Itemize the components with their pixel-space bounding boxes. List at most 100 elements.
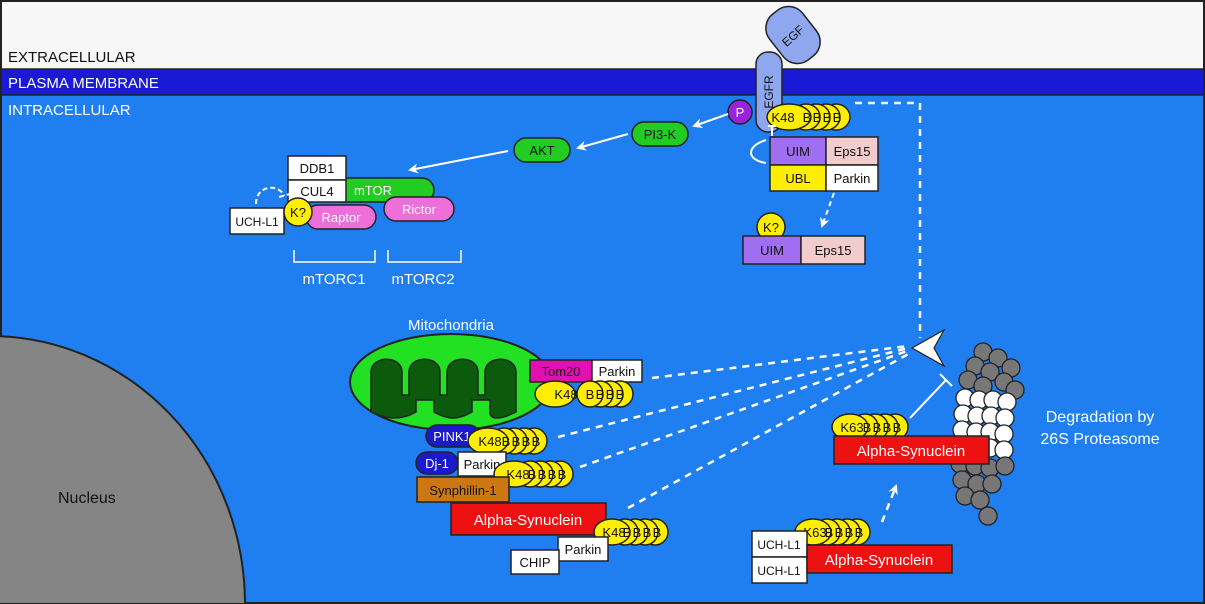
k63-ubiquitin-chain-top: K63 B B B B <box>831 413 909 441</box>
pi3k-node: PI3-K <box>631 121 689 147</box>
k48-ubiquitin-chain-dj1: K48 B B B B <box>493 460 574 488</box>
synphillin-node: Synphillin-1 <box>416 476 510 503</box>
ub-b: B <box>803 110 812 125</box>
parkin-label: Parkin <box>834 171 871 186</box>
ub-b: B <box>845 525 854 540</box>
plasma-membrane <box>0 69 1205 95</box>
ub-b: B <box>522 434 531 449</box>
egfr-ubiquitin-tick <box>768 125 776 136</box>
mtorc2-bracket: mTORC2 <box>387 250 462 288</box>
ub-b: B <box>528 467 537 482</box>
synphillin-label: Synphillin-1 <box>429 483 496 498</box>
convergence-lines <box>557 101 922 510</box>
ub-b: B <box>643 525 652 540</box>
ub-b: B <box>548 467 557 482</box>
eps15-label: Eps15 <box>834 144 871 159</box>
uchl1-label: UCH-L1 <box>757 564 801 578</box>
ub-b: B <box>623 525 632 540</box>
tom20-parkin: Tom20 Parkin <box>529 359 643 383</box>
uim-eps15-complex: UIM Eps15 UBL Parkin <box>769 136 879 192</box>
ub-b: B <box>558 467 567 482</box>
ub-b: B <box>532 434 541 449</box>
extracellular-region <box>0 0 1205 70</box>
ubiquitinated-eps15: K? UIM Eps15 <box>742 212 866 265</box>
arrow-pi3k-to-akt <box>576 133 629 151</box>
k48-ubiquitin-chain-egfr: K48 B B B B <box>766 103 851 131</box>
ub-b: B <box>825 525 834 540</box>
ub-b: B <box>855 525 864 540</box>
k63-inhibition-line <box>909 379 947 419</box>
arrow-akt-to-mtor <box>408 150 509 174</box>
uim-label: UIM <box>786 144 810 159</box>
tom20-label: Tom20 <box>541 364 580 379</box>
akt-label: AKT <box>529 143 554 158</box>
ub-b: B <box>863 420 872 435</box>
alpha-synuclein-bottom: Alpha-Synuclein <box>806 544 953 574</box>
ubl-label: UBL <box>785 171 810 186</box>
convergence-arrowhead <box>910 328 946 368</box>
ub-b: B <box>538 467 547 482</box>
phospho-label: P <box>736 105 745 120</box>
plasma-membrane-label: PLASMA MEMBRANE <box>8 75 159 92</box>
alpha-synuclein-label: Alpha-Synuclein <box>825 552 933 569</box>
ub-b: B <box>616 387 625 402</box>
ub-b: B <box>502 434 511 449</box>
arrow-to-k63-alpha-synuclein <box>880 484 898 523</box>
ddb1-label: DDB1 <box>300 161 335 176</box>
chip-label: CHIP <box>519 555 550 570</box>
ub-b: B <box>606 387 615 402</box>
k48-ubiquitin-chain-tom20: K48 B B B B <box>534 380 634 408</box>
cul4-label: CUL4 <box>300 184 333 199</box>
ub-b: B <box>883 420 892 435</box>
raptor-label: Raptor <box>321 210 361 225</box>
eps15-label: Eps15 <box>815 243 852 258</box>
ub-b: B <box>586 387 595 402</box>
mtorc2-label: mTORC2 <box>391 271 454 288</box>
alpha-synuclein-top: Alpha-Synuclein <box>833 435 990 465</box>
ub-b: B <box>873 420 882 435</box>
k63-label: K63 <box>803 525 826 540</box>
ub-b: B <box>653 525 662 540</box>
nucleus-label: Nucleus <box>58 490 116 507</box>
arrow-p-to-pi3k <box>692 113 729 129</box>
uchl1-label: UCH-L1 <box>757 538 801 552</box>
parkin-label: Parkin <box>464 457 501 472</box>
alpha-synuclein-mito: Alpha-Synuclein <box>450 502 607 536</box>
uchl1-inhibition-curl <box>255 186 291 205</box>
intracellular-label: INTRACELLULAR <box>8 102 131 119</box>
k-unknown-label: K? <box>290 205 306 220</box>
ub-b: B <box>633 525 642 540</box>
pi3k-label: PI3-K <box>644 127 677 142</box>
mtor-complex: mTOR DDB1 CUL4 Rictor Raptor UCH-L1 K? <box>229 155 455 235</box>
k48-label: K48 <box>506 467 529 482</box>
ub-b: B <box>835 525 844 540</box>
nucleus: Nucleus <box>0 335 247 604</box>
mtor-label: mTOR <box>354 183 392 198</box>
uim-autoinhibition <box>750 139 767 164</box>
uchl1-label: UCH-L1 <box>235 215 279 229</box>
uchl1-stack: UCH-L1 UCH-L1 <box>751 530 808 584</box>
mitochondrion: Mitochondria <box>349 317 553 431</box>
chip-parkin: Parkin CHIP <box>510 536 609 575</box>
ub-b: B <box>893 420 902 435</box>
phospho-group: P <box>727 99 753 125</box>
uim-label: UIM <box>760 243 784 258</box>
k48-ubiquitin-chain-pink1: K48 B B B B <box>467 427 548 455</box>
extracellular-label: EXTRACELLULAR <box>8 49 136 66</box>
dj1-parkin: Dj-1 Parkin <box>415 451 507 477</box>
mtorc1-label: mTORC1 <box>302 271 365 288</box>
akt-node: AKT <box>513 137 571 163</box>
ub-b: B <box>833 110 842 125</box>
k48-label: K48 <box>554 387 577 402</box>
arrow-to-ubiquitinated-eps15 <box>820 192 835 228</box>
k63-label: K63 <box>840 420 863 435</box>
k48-label: K48 <box>478 434 501 449</box>
ub-b: B <box>823 110 832 125</box>
ub-b: B <box>512 434 521 449</box>
alpha-synuclein-label: Alpha-Synuclein <box>857 443 965 460</box>
parkin-label: Parkin <box>565 542 602 557</box>
egf-ligand: EGF <box>765 5 821 65</box>
